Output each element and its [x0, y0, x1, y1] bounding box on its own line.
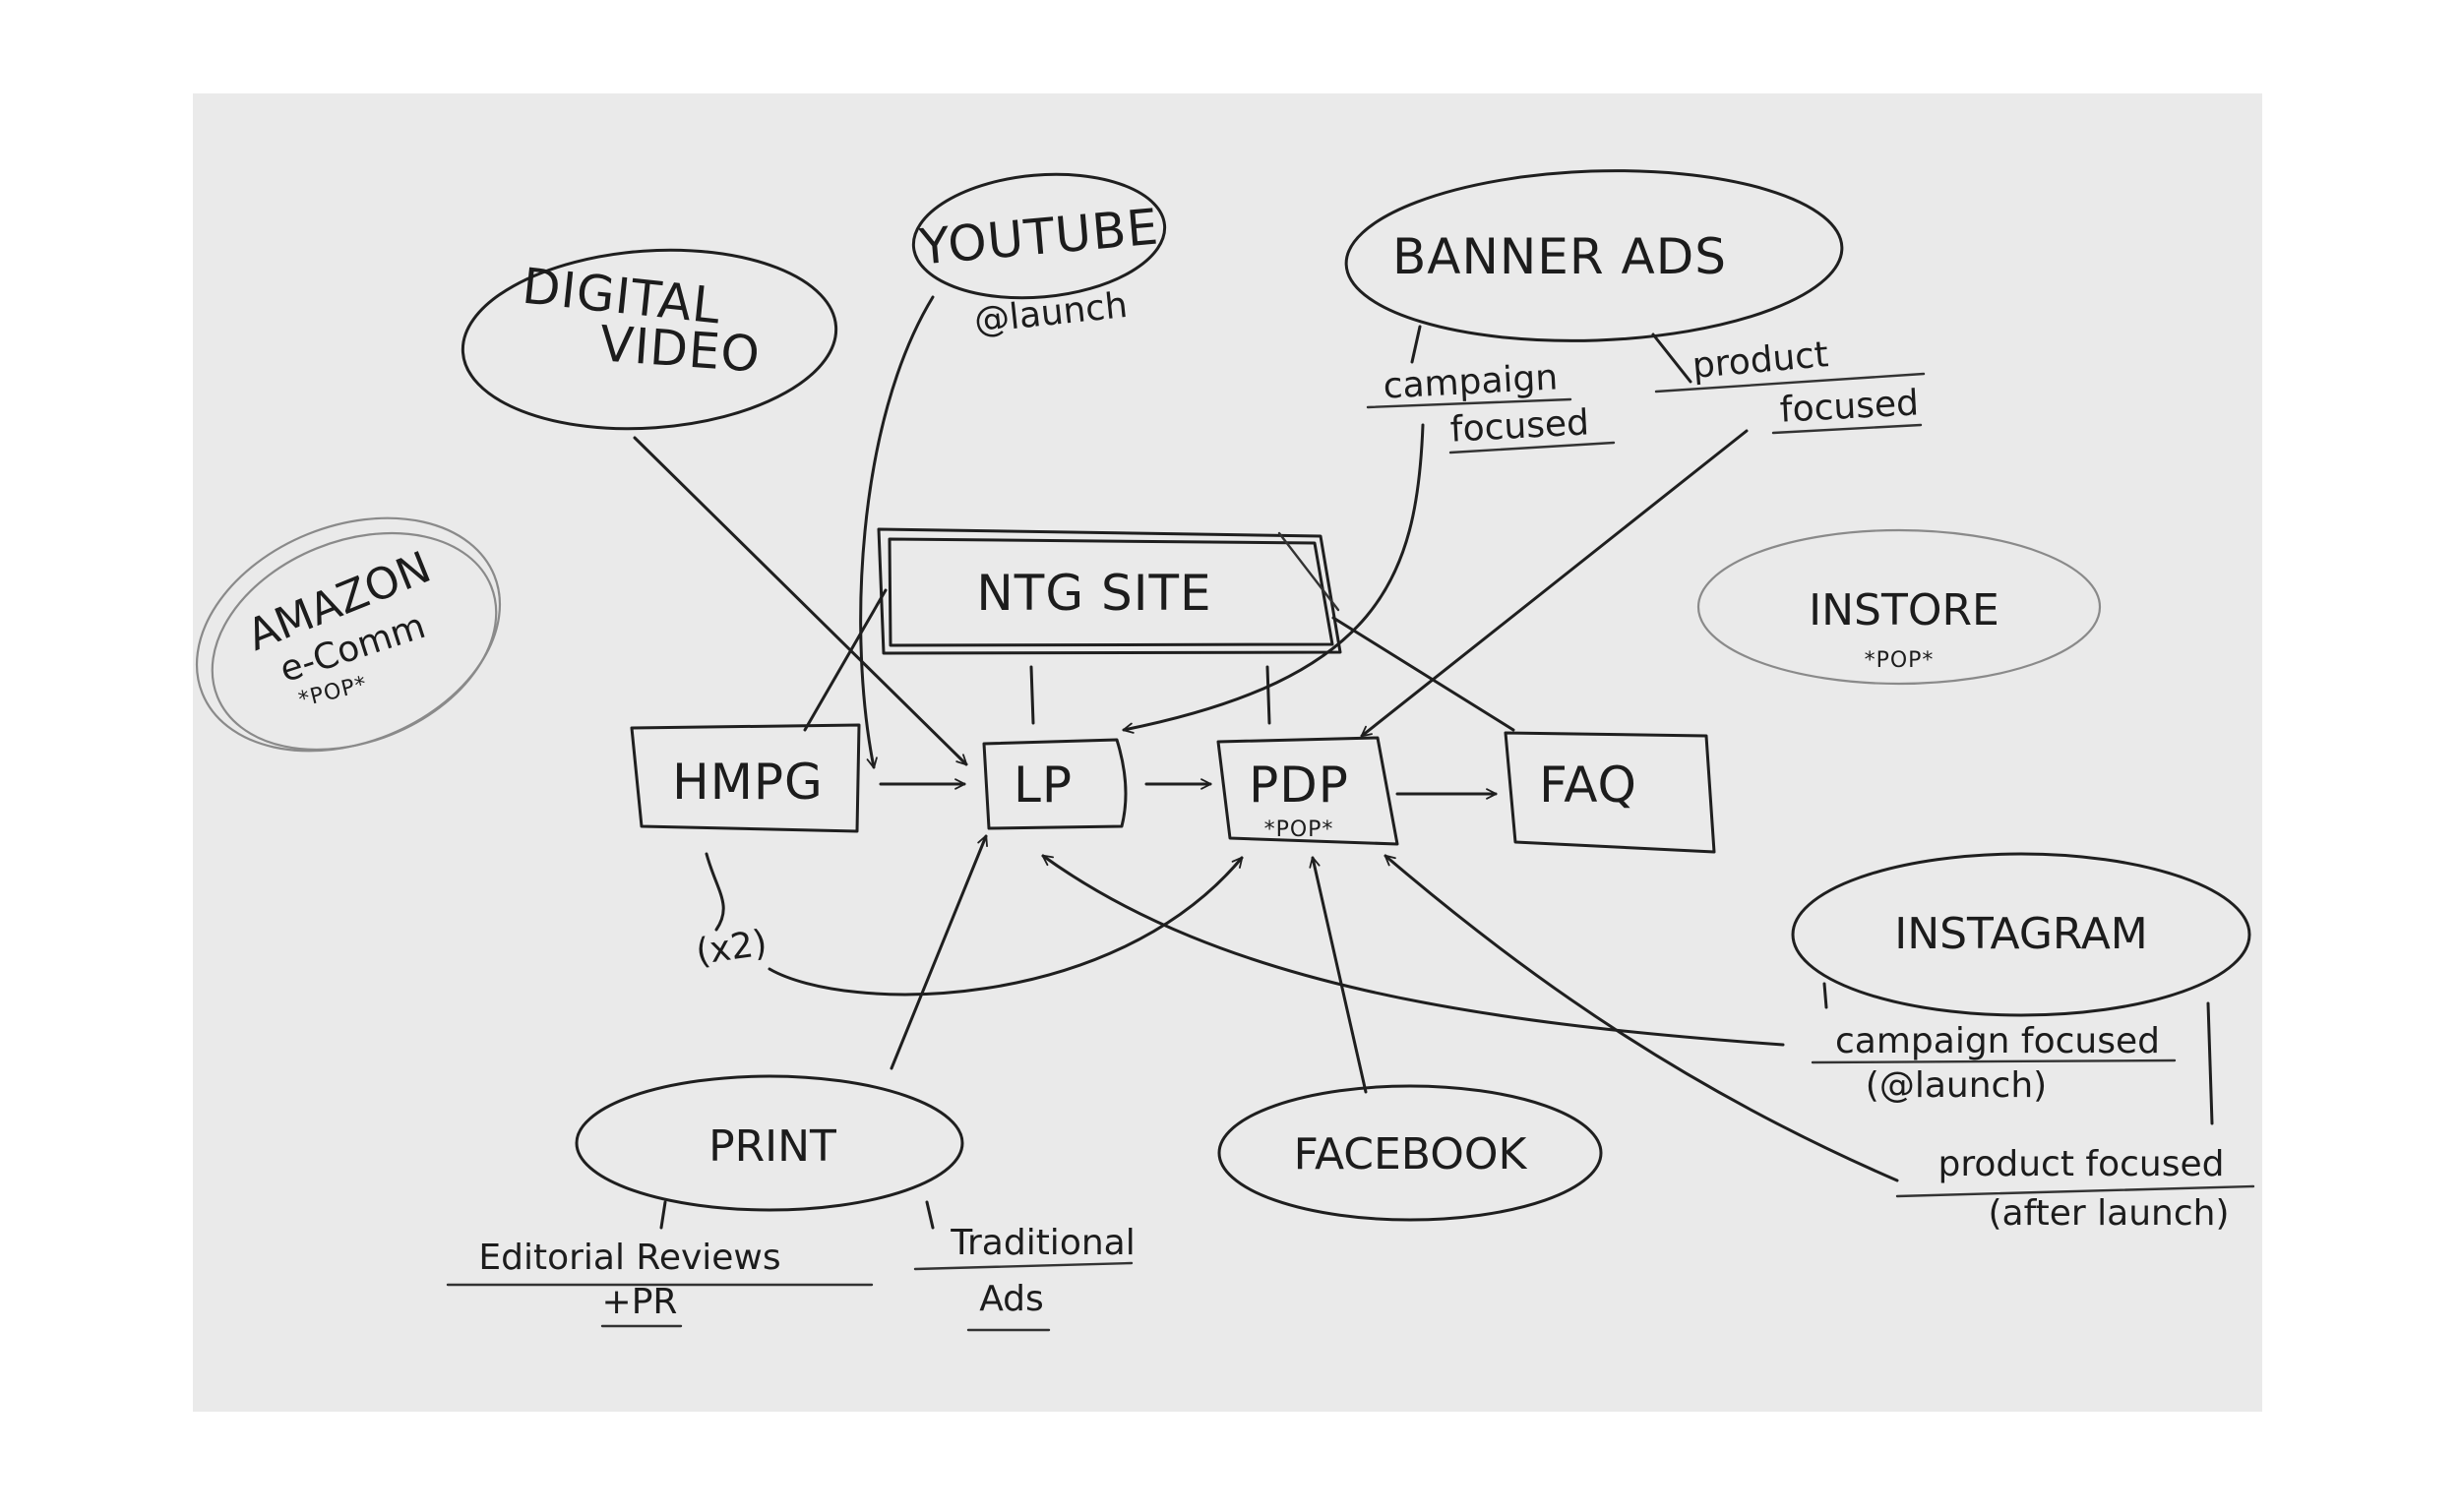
digital-video-node: DIGITAL VIDEO — [461, 248, 838, 431]
pdp-node: PDP *POP* — [1216, 736, 1399, 846]
facebook-label: FACEBOOK — [1294, 1129, 1528, 1179]
banner-campaign-line2: focused — [1449, 402, 1590, 450]
youtube-node: YOUTUBE @launch — [911, 172, 1167, 341]
x2-label: (x2) — [694, 923, 769, 973]
print-traditional-line1: Traditional — [950, 1223, 1135, 1263]
youtube-note: @launch — [972, 285, 1130, 341]
instagram-campaign-line1: campaign focused — [1835, 1021, 2160, 1061]
pdp-note: *POP* — [1264, 817, 1334, 842]
youtube-to-lp-arrow — [859, 295, 935, 769]
ntg-to-lp-line — [1029, 665, 1035, 725]
print-to-lp-arrow — [890, 834, 988, 1070]
instore-note: *POP* — [1865, 648, 1935, 673]
banner-ads-label: BANNER ADS — [1392, 228, 1727, 285]
hmpg-x2-to-pdp-arrow — [705, 854, 1242, 997]
instagram-node: INSTAGRAM campaign focused (@launch) pro… — [1791, 852, 2255, 1234]
banner-product-line1: product — [1691, 334, 1830, 387]
print-editorial-line1: Editorial Reviews — [478, 1238, 780, 1278]
instagram-label: INSTAGRAM — [1894, 909, 2148, 959]
ntg-site-node: NTG SITE — [877, 527, 1342, 655]
banner-ads-node: BANNER ADS campaign focused product focu… — [1344, 169, 1926, 454]
facebook-to-pdp-arrow — [1309, 856, 1368, 1094]
instore-label: INSTORE — [1809, 585, 1999, 635]
faq-node: FAQ — [1504, 731, 1716, 854]
pdp-label: PDP — [1249, 756, 1349, 814]
instagram-campaign-line2: (@launch) — [1866, 1065, 2047, 1106]
instagram-product-line1: product focused — [1938, 1144, 2225, 1184]
instagram-product-to-pdp-arrow — [1384, 854, 1899, 1182]
banner-campaign-line1: campaign — [1383, 357, 1559, 406]
amazon-node: AMAZON e-Comm *POP* — [195, 516, 502, 753]
x2-label-group: (x2) — [694, 923, 769, 973]
hmpg-node: HMPG — [630, 723, 861, 833]
digital-video-line2: VIDEO — [598, 315, 763, 383]
instore-node: INSTORE *POP* — [1696, 528, 2102, 686]
ntg-to-hmpg-line — [803, 588, 888, 732]
sketch-paper — [193, 93, 2262, 1412]
instagram-product-line2: (after launch) — [1988, 1193, 2229, 1234]
print-editorial-line2: +PR — [602, 1282, 678, 1322]
digital-video-to-lp-arrow — [633, 436, 968, 766]
youtube-label: YOUTUBE — [916, 198, 1161, 275]
faq-label: FAQ — [1539, 756, 1637, 814]
banner-product-to-pdp-arrow — [1360, 429, 1749, 738]
print-node: PRINT Editorial Reviews +PR Traditional … — [446, 1074, 1136, 1332]
ntg-to-faq-line — [1331, 616, 1515, 732]
banner-product-line2: focused — [1779, 383, 1920, 430]
instagram-campaign-to-lp-arrow — [1041, 854, 1785, 1047]
connectors — [633, 295, 1899, 1182]
ntg-site-label: NTG SITE — [976, 565, 1211, 622]
hmpg-label: HMPG — [672, 754, 824, 811]
banner-campaign-to-lp-arrow — [1122, 423, 1425, 734]
ntg-to-pdp-line — [1265, 665, 1271, 725]
print-traditional-line2: Ads — [979, 1279, 1044, 1319]
lp-label: LP — [1014, 756, 1073, 814]
lp-node: LP — [982, 738, 1128, 830]
facebook-node: FACEBOOK — [1217, 1084, 1603, 1222]
print-label: PRINT — [708, 1121, 836, 1172]
